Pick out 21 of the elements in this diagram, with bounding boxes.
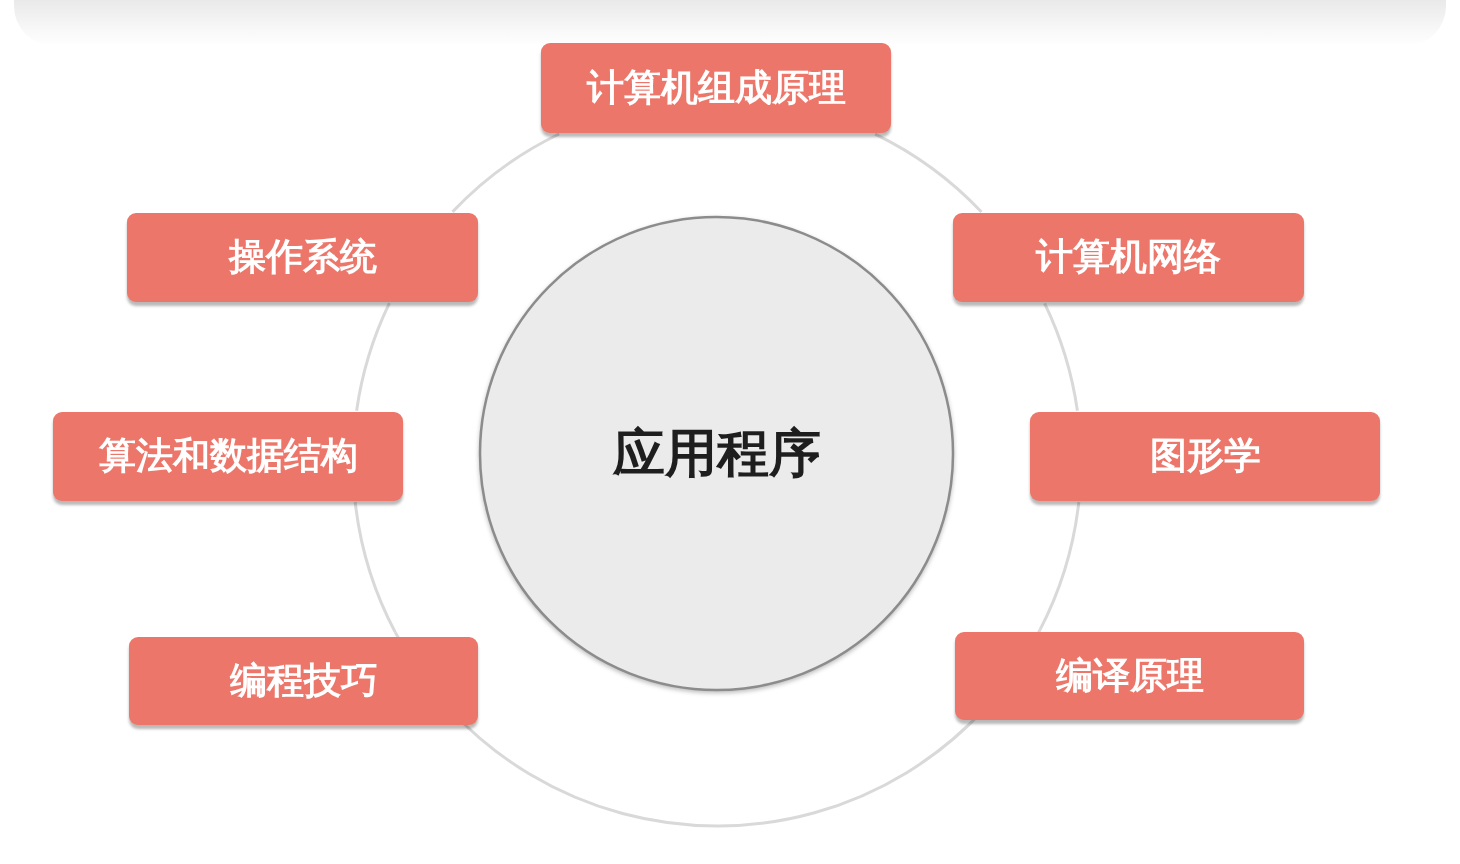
topic-label: 图形学 (1149, 436, 1261, 477)
topic-box (953, 213, 1304, 302)
ring-arc (353, 501, 397, 634)
topic-label: 算法和数据结构 (98, 436, 358, 477)
ring-arc (451, 132, 560, 213)
topic-box (53, 412, 403, 501)
ring-arc (355, 302, 391, 412)
topic-box (541, 43, 891, 133)
topic-label: 计算机网络 (1036, 237, 1221, 278)
topic-box (955, 632, 1304, 720)
ring-arc (1043, 302, 1079, 411)
topic-label: 操作系统 (228, 237, 377, 278)
center-label: 应用程序 (612, 421, 821, 485)
topic-box (129, 637, 478, 725)
topic-label: 编程技巧 (229, 660, 378, 702)
topic-label: 计算机组成原理 (586, 67, 846, 109)
ring-arc (874, 132, 983, 214)
topic-box (1030, 412, 1380, 501)
ring-arc (1038, 501, 1081, 631)
topic-label: 编译原理 (1055, 655, 1204, 697)
topic-box (127, 213, 478, 302)
